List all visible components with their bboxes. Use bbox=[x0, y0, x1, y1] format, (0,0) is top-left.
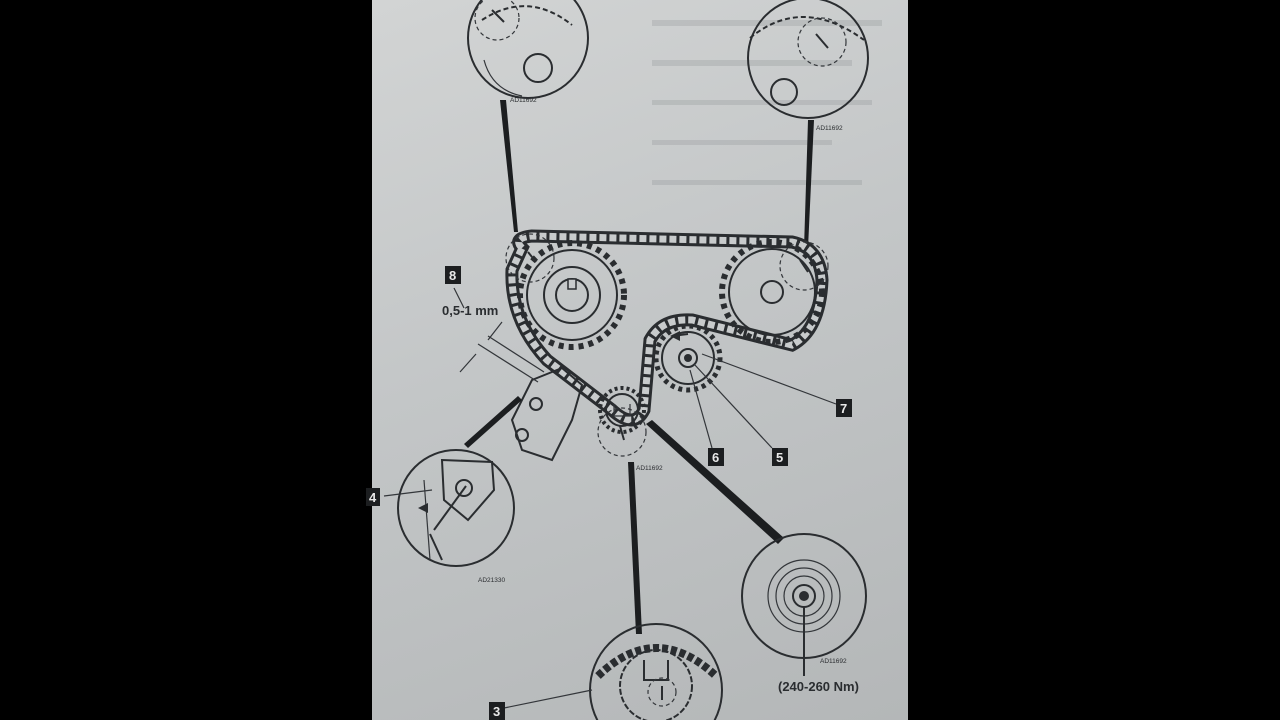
svg-text:5: 5 bbox=[776, 450, 783, 465]
crank-pulley-damper: AD11692 (240-260 Nm) bbox=[741, 533, 867, 694]
idler-sprocket bbox=[653, 323, 723, 393]
svg-text:7: 7 bbox=[840, 401, 847, 416]
torque-label: (240-260 Nm) bbox=[778, 679, 859, 694]
callout-3: 3 bbox=[489, 702, 505, 720]
detail-circle-crank bbox=[589, 623, 723, 720]
svg-text:3: 3 bbox=[493, 704, 500, 719]
callout-4: 4 bbox=[366, 488, 380, 506]
pointer-crank-detail bbox=[628, 462, 642, 634]
detail-circle-top-left: AD11692 bbox=[467, 0, 589, 232]
pointer-damper bbox=[646, 420, 784, 544]
figure-code-top-right: AD11692 bbox=[816, 125, 843, 132]
chain-tensioner bbox=[464, 366, 584, 462]
figure-code-damper: AD11692 bbox=[820, 658, 847, 665]
svg-text:6: 6 bbox=[712, 450, 719, 465]
callout-leaders bbox=[383, 353, 837, 709]
detail-circle-tensioner: AD21330 bbox=[397, 449, 515, 584]
figure-code-top-left: AD11692 bbox=[510, 97, 537, 104]
svg-text:4: 4 bbox=[369, 490, 377, 505]
figure-code-tensioner: AD21330 bbox=[478, 577, 505, 584]
callout-6: 6 bbox=[708, 448, 724, 466]
svg-text:8: 8 bbox=[449, 268, 456, 283]
figure-code-crank: AD11692 bbox=[636, 465, 663, 472]
gap-label: 0,5-1 mm bbox=[442, 303, 498, 318]
camshaft-sprocket-right bbox=[719, 239, 829, 345]
timing-chain-diagram: AD11692 AD11692 bbox=[366, 0, 882, 720]
callout-7: 7 bbox=[836, 399, 852, 417]
faded-text-block bbox=[652, 20, 882, 185]
gap-measurement: 0,5-1 mm bbox=[442, 287, 545, 383]
callout-8: 8 bbox=[445, 266, 461, 284]
timing-chain bbox=[505, 229, 829, 427]
detail-circle-top-right: AD11692 bbox=[747, 0, 869, 248]
manual-page: AD11692 AD11692 bbox=[366, 0, 908, 720]
camshaft-sprocket-left bbox=[505, 233, 627, 350]
callout-5: 5 bbox=[772, 448, 788, 466]
crankshaft-sprocket: AD11692 bbox=[597, 386, 663, 472]
